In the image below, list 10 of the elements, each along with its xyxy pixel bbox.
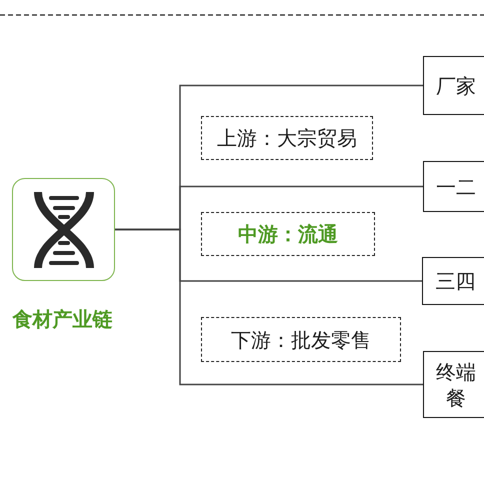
rounded-box bbox=[12, 178, 115, 281]
dashed-box: 上游：大宗贸易 bbox=[201, 116, 373, 160]
process-box: 一二 bbox=[423, 161, 484, 212]
dashed-box: 中游：流通 bbox=[201, 212, 375, 256]
dashed-box: 下游：批发零售 bbox=[201, 317, 401, 362]
caption-text: 食材产业链 bbox=[11, 306, 114, 332]
process-box: 终端餐 bbox=[423, 351, 484, 418]
process-box: 厂家 bbox=[423, 56, 484, 115]
process-box: 三四 bbox=[422, 257, 484, 305]
connector-line bbox=[115, 228, 423, 386]
